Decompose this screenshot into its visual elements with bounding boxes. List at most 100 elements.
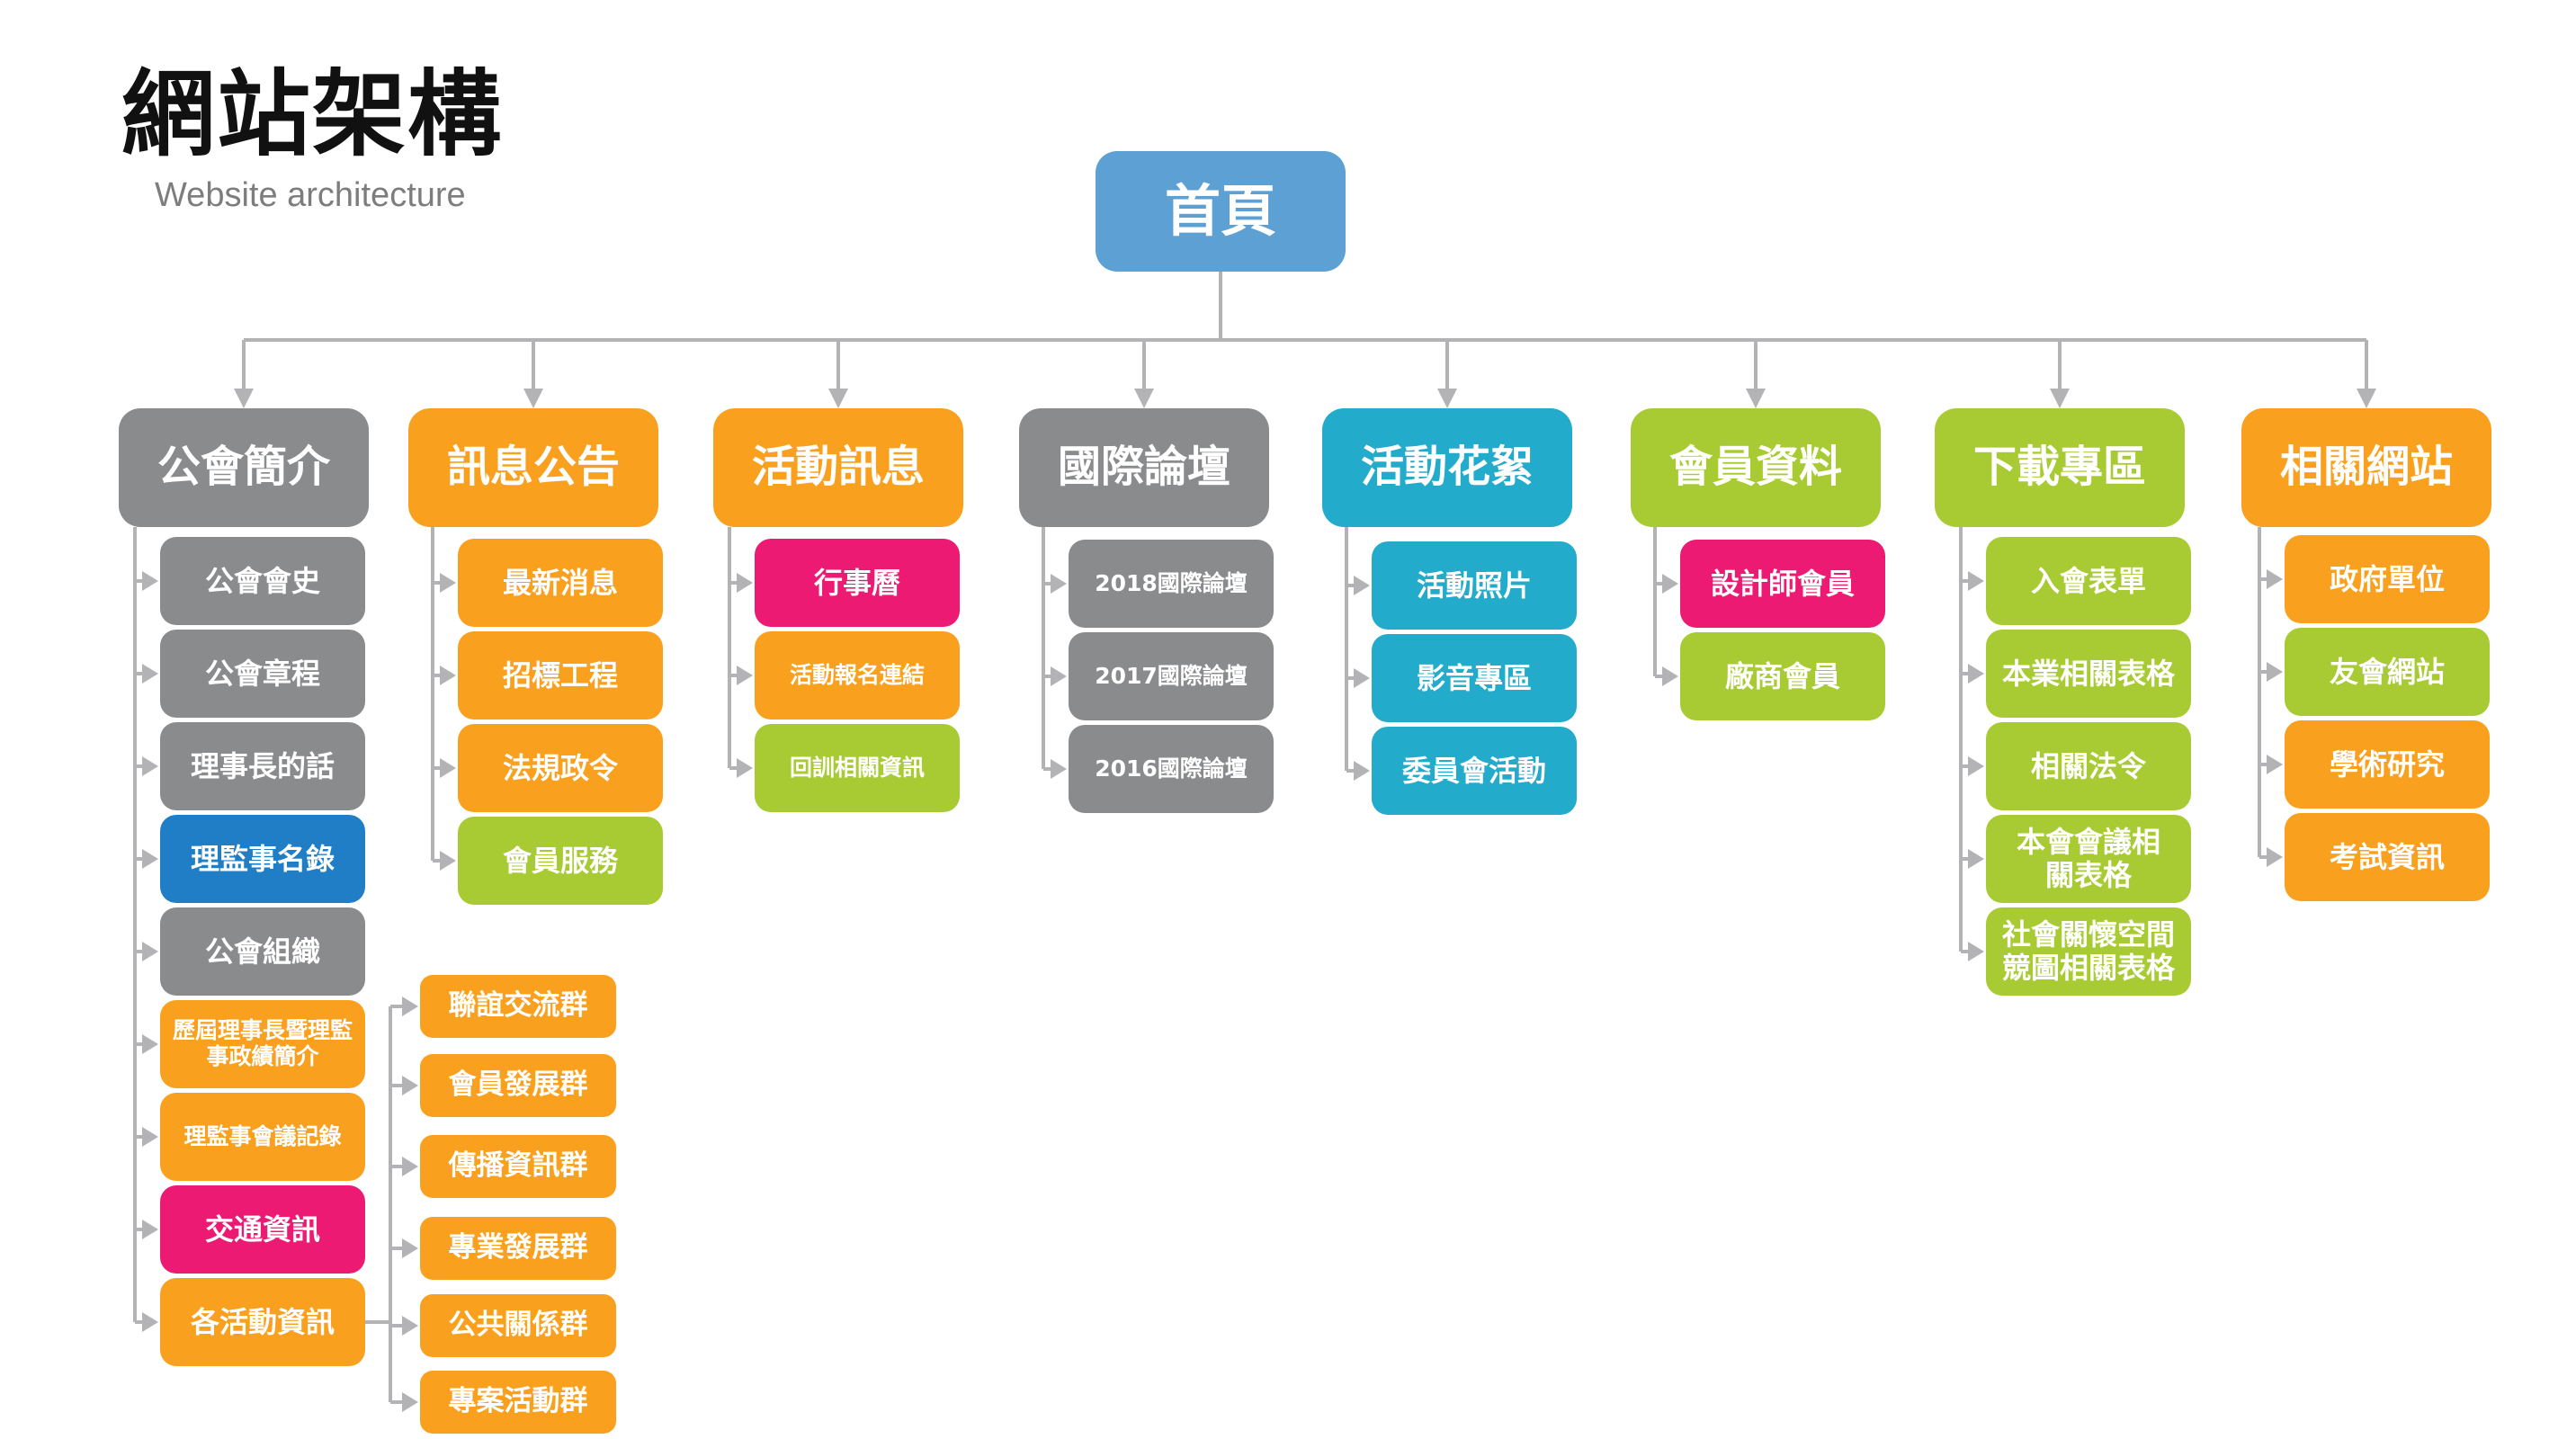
subpage-node-0-5[interactable]: 歷屆理事長暨理監事政績簡介 <box>160 1000 365 1088</box>
group-node-3[interactable]: 專業發展群 <box>420 1217 616 1280</box>
arrow-down-icon <box>2050 389 2070 408</box>
group-node-4[interactable]: 公共關係群 <box>420 1294 616 1357</box>
subpage-node-2-2[interactable]: 回訓相關資訊 <box>755 724 960 812</box>
subpage-node-4-1[interactable]: 影音專區 <box>1372 634 1577 722</box>
subpage-node-7-2[interactable]: 學術研究 <box>2285 720 2490 809</box>
subpage-node-0-1[interactable]: 公會章程 <box>160 630 365 718</box>
arrow-down-icon <box>1134 389 1154 408</box>
arrow-right-icon <box>142 664 158 684</box>
category-node-4[interactable]: 活動花絮 <box>1322 408 1572 527</box>
subpage-node-0-5-label: 歷屆理事長暨理監事政績簡介 <box>172 1017 353 1069</box>
arrow-right-icon <box>1968 849 1984 869</box>
arrow-right-icon <box>1968 571 1984 591</box>
subpage-node-2-1[interactable]: 活動報名連結 <box>755 631 960 720</box>
arrow-right-icon <box>440 666 456 685</box>
group-node-0[interactable]: 聯誼交流群 <box>420 975 616 1038</box>
category-node-6[interactable]: 下載專區 <box>1935 408 2185 527</box>
category-node-3[interactable]: 國際論壇 <box>1019 408 1269 527</box>
subpage-node-6-1[interactable]: 本業相關表格 <box>1986 630 2191 718</box>
group-node-1-label: 會員發展群 <box>448 1068 588 1102</box>
subpage-node-0-6[interactable]: 理監事會議記錄 <box>160 1093 365 1181</box>
category-node-7[interactable]: 相關網站 <box>2241 408 2491 527</box>
category-node-6-label: 下載專區 <box>1972 442 2146 493</box>
subpage-node-0-4-label: 公會組織 <box>204 934 320 969</box>
subpage-node-0-4[interactable]: 公會組織 <box>160 907 365 996</box>
subpage-node-0-8[interactable]: 各活動資訊 <box>160 1278 365 1366</box>
home-node[interactable]: 首頁 <box>1096 151 1346 272</box>
subpage-node-3-2-label: 2016國際論壇 <box>1095 755 1248 782</box>
subpage-node-0-8-label: 各活動資訊 <box>190 1304 335 1339</box>
arrow-right-icon <box>142 849 158 869</box>
group-node-1[interactable]: 會員發展群 <box>420 1054 616 1117</box>
subpage-node-2-1-label: 活動報名連結 <box>789 661 925 688</box>
subpage-node-2-0[interactable]: 行事曆 <box>755 539 960 627</box>
arrow-right-icon <box>1354 576 1370 595</box>
arrow-right-icon <box>440 758 456 778</box>
arrow-down-icon <box>523 389 543 408</box>
page-title: 網站架構 <box>121 59 504 169</box>
arrow-right-icon <box>1051 574 1067 594</box>
arrow-right-icon <box>440 851 456 871</box>
subpage-node-5-0[interactable]: 設計師會員 <box>1680 540 1885 628</box>
subpage-node-0-7-label: 交通資訊 <box>204 1211 320 1247</box>
subpage-node-1-2-label: 法規政令 <box>502 750 618 785</box>
subpage-node-7-3[interactable]: 考試資訊 <box>2285 813 2490 901</box>
arrow-right-icon <box>142 756 158 776</box>
subpage-node-4-0[interactable]: 活動照片 <box>1372 541 1577 630</box>
arrow-right-icon <box>2267 662 2283 682</box>
arrow-right-icon <box>2267 569 2283 589</box>
subpage-node-4-0-label: 活動照片 <box>1416 568 1532 603</box>
subpage-node-3-1[interactable]: 2017國際論壇 <box>1069 632 1274 720</box>
category-node-1[interactable]: 訊息公告 <box>408 408 658 527</box>
category-node-3-label: 國際論壇 <box>1057 442 1230 493</box>
group-node-0-label: 聯誼交流群 <box>448 989 588 1023</box>
arrow-right-icon <box>402 1238 418 1258</box>
arrow-right-icon <box>402 1316 418 1336</box>
arrow-down-icon <box>234 389 254 408</box>
subpage-node-1-0[interactable]: 最新消息 <box>458 539 663 627</box>
subpage-node-6-3-label: 本會會議相 關表格 <box>2016 825 2160 892</box>
category-node-2[interactable]: 活動訊息 <box>713 408 963 527</box>
group-node-5[interactable]: 專案活動群 <box>420 1371 616 1434</box>
arrow-right-icon <box>737 666 753 685</box>
subpage-node-1-1[interactable]: 招標工程 <box>458 631 663 720</box>
subpage-node-5-1-label: 廠商會員 <box>1724 658 1840 693</box>
subpage-node-0-3[interactable]: 理監事名錄 <box>160 815 365 903</box>
group-node-3-label: 專業發展群 <box>448 1231 588 1265</box>
subpage-node-0-7[interactable]: 交通資訊 <box>160 1185 365 1274</box>
arrow-right-icon <box>737 758 753 778</box>
subpage-node-3-2[interactable]: 2016國際論壇 <box>1069 725 1274 813</box>
subpage-node-3-0[interactable]: 2018國際論壇 <box>1069 540 1274 628</box>
arrow-right-icon <box>1662 666 1678 686</box>
subpage-node-1-3-label: 會員服務 <box>502 843 618 878</box>
group-node-2-label: 傳播資訊群 <box>448 1149 588 1183</box>
arrow-right-icon <box>142 1034 158 1054</box>
group-node-4-label: 公共關係群 <box>448 1309 588 1342</box>
subpage-node-1-2[interactable]: 法規政令 <box>458 724 663 812</box>
subpage-node-0-3-label: 理監事名錄 <box>190 841 335 876</box>
subpage-node-6-4[interactable]: 社會關懷空間 競圖相關表格 <box>1986 907 2191 996</box>
subpage-node-6-2[interactable]: 相關法令 <box>1986 722 2191 810</box>
subpage-node-7-1[interactable]: 友會網站 <box>2285 628 2490 716</box>
category-node-5[interactable]: 會員資料 <box>1631 408 1881 527</box>
subpage-node-6-3[interactable]: 本會會議相 關表格 <box>1986 815 2191 903</box>
subpage-node-4-1-label: 影音專區 <box>1416 660 1532 695</box>
subpage-node-7-0[interactable]: 政府單位 <box>2285 535 2490 623</box>
subpage-node-6-1-label: 本業相關表格 <box>2001 656 2175 691</box>
subpage-node-0-0[interactable]: 公會會史 <box>160 537 365 625</box>
subpage-node-7-1-label: 友會網站 <box>2329 654 2445 689</box>
subpage-node-0-2[interactable]: 理事長的話 <box>160 722 365 810</box>
subpage-node-4-2[interactable]: 委員會活動 <box>1372 727 1577 815</box>
subpage-node-6-0-label: 入會表單 <box>2030 563 2146 598</box>
category-node-7-label: 相關網站 <box>2279 442 2453 493</box>
arrow-right-icon <box>142 1312 158 1332</box>
arrow-down-icon <box>1437 389 1457 408</box>
subpage-node-0-6-label: 理監事會議記錄 <box>183 1122 342 1149</box>
subpage-node-5-1[interactable]: 廠商會員 <box>1680 632 1885 720</box>
subpage-node-0-1-label: 公會章程 <box>204 656 320 691</box>
category-node-0[interactable]: 公會簡介 <box>119 408 369 527</box>
group-node-2[interactable]: 傳播資訊群 <box>420 1135 616 1198</box>
subpage-node-1-3[interactable]: 會員服務 <box>458 817 663 905</box>
subpage-node-6-0[interactable]: 入會表單 <box>1986 537 2191 625</box>
